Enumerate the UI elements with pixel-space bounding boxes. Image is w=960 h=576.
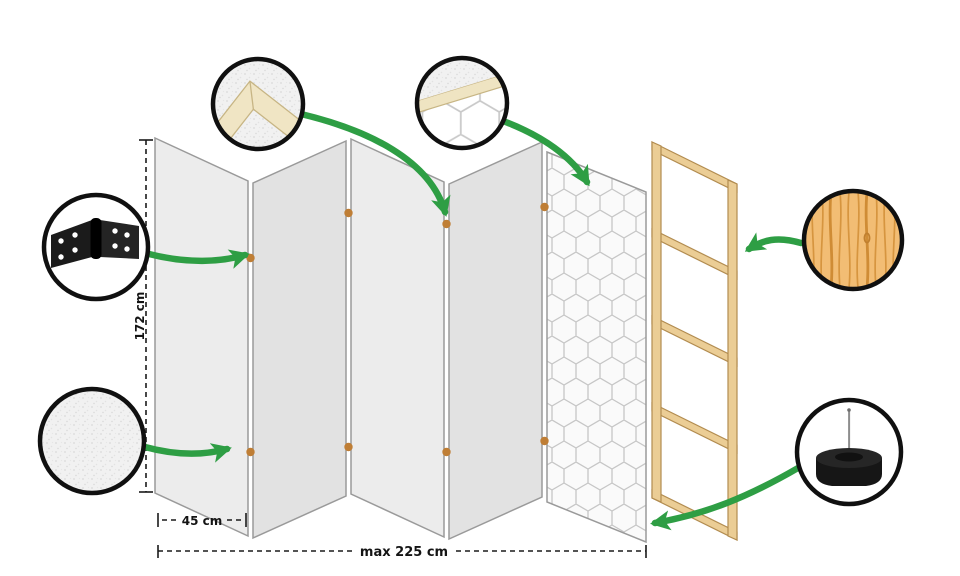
wood-grain-line — [838, 193, 842, 287]
callout-ring — [37, 386, 147, 496]
wood-callout — [801, 188, 905, 292]
screen-panel-2 — [252, 139, 347, 540]
frame-right-rail — [727, 179, 738, 541]
total-width-label: max 225 cm — [360, 545, 448, 560]
hinge-pin-dot — [442, 447, 451, 457]
corner-miter-joint — [249, 81, 255, 110]
wood-grain-line — [864, 193, 870, 287]
cube-pattern-detail — [419, 60, 505, 146]
pattern-callout — [414, 55, 510, 151]
foot-pin-head — [847, 408, 851, 412]
foot-callout — [794, 397, 904, 507]
panel-width-dimension — [157, 513, 247, 527]
wood-grain-line — [828, 193, 834, 287]
callout-ring — [414, 55, 510, 151]
hinge-pin-dots — [246, 202, 549, 457]
arrow-corner — [297, 110, 451, 217]
pattern-panel — [546, 150, 647, 544]
hinge-pin-dot — [442, 219, 451, 229]
frame-left-rail — [651, 141, 662, 503]
screen-panel-1 — [154, 136, 249, 538]
callout-arrows — [141, 110, 805, 531]
hinge-icon — [51, 218, 139, 268]
hinge-pin-dot — [344, 442, 353, 452]
hinge-callout — [41, 192, 151, 302]
frame-corner-callout — [210, 56, 306, 152]
screen-panel-4 — [448, 140, 543, 541]
hinge-screw-hole — [72, 247, 78, 253]
fabric-texture-swatch — [42, 391, 142, 491]
hinge-pin-dot — [246, 447, 255, 457]
foot-pin — [848, 410, 851, 456]
screen-panel-3 — [350, 137, 445, 539]
wood-grain-line — [856, 193, 860, 287]
hinge-screw-hole — [72, 232, 78, 238]
height-label: 172 cm — [133, 292, 147, 341]
callout-ring — [801, 188, 905, 292]
panel-width-label: 45 cm — [182, 514, 223, 528]
hinge-screw-hole — [58, 254, 64, 260]
callout-ring — [794, 397, 904, 507]
hinge-screw-hole — [58, 238, 64, 244]
hinge-right-leaf — [100, 220, 139, 259]
arrow-hinge — [145, 249, 250, 269]
folding-screen-panels — [154, 136, 647, 544]
canvas-back-texture — [419, 60, 505, 101]
hinge-pin-dot — [540, 436, 549, 446]
arrow-wood — [744, 232, 805, 253]
wood-knot — [863, 232, 871, 244]
fabric-callout — [37, 386, 147, 496]
callout-ring — [210, 56, 306, 152]
height-dimension — [139, 139, 153, 493]
callout-ring — [41, 192, 151, 302]
hinge-screw-hole — [112, 228, 118, 234]
foot-pad-recess — [835, 452, 863, 462]
hinge-pin-dot — [344, 208, 353, 218]
arrow-foot — [650, 464, 802, 531]
frame-edge-band — [419, 72, 505, 114]
hinge-screw-hole — [112, 243, 118, 249]
hinge-knuckle — [90, 218, 102, 259]
foot-pad-icon — [816, 408, 882, 486]
corner-frame-bars — [215, 80, 301, 147]
hinge-pin-dot — [540, 202, 549, 212]
arrow-pattern — [499, 117, 591, 187]
wood-grain-line — [847, 193, 851, 287]
frame-corner-detail — [215, 61, 301, 147]
wood-grain-line — [874, 193, 878, 287]
arrow-fabric — [141, 443, 232, 463]
total-width-dimension — [157, 545, 647, 558]
hinge-screw-hole — [124, 232, 130, 238]
hinge-screw-hole — [124, 246, 130, 252]
